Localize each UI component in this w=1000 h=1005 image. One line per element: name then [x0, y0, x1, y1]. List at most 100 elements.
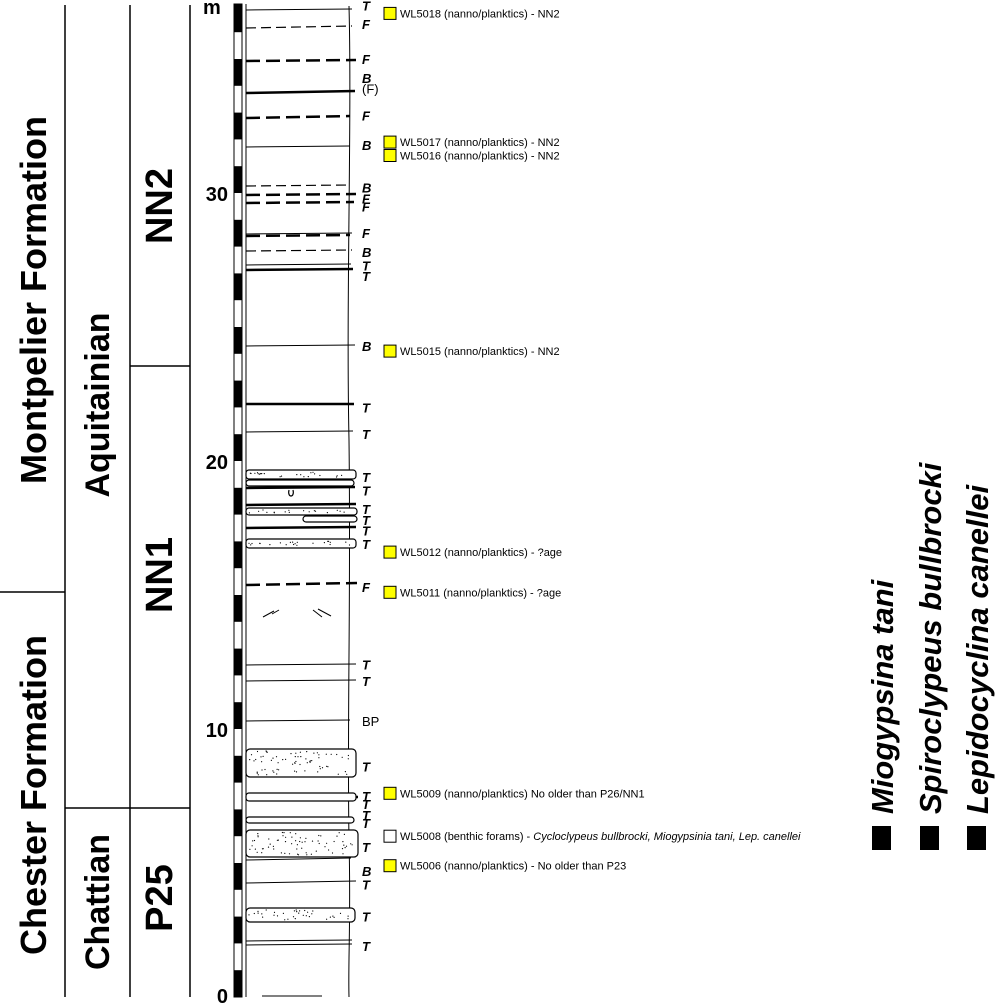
stipple-dot — [320, 835, 322, 837]
stipple-dot — [342, 841, 344, 843]
stipple-dot — [261, 852, 263, 854]
stipple-dot — [261, 473, 263, 475]
stipple-dot — [324, 846, 326, 848]
scale-segment — [234, 5, 242, 33]
stipple-dot — [261, 769, 263, 771]
stipple-dot — [290, 753, 292, 755]
stipple-dot — [307, 476, 309, 478]
stipple-dot — [316, 752, 318, 754]
stipple-dot — [304, 909, 306, 912]
stipple-dot — [272, 845, 274, 848]
stipple-dot — [350, 843, 352, 845]
stipple-dot — [310, 853, 312, 855]
lithology-code: T — [362, 537, 371, 552]
stipple-dot — [253, 760, 255, 762]
stipple-dot — [330, 753, 332, 755]
stipple-dot — [298, 912, 300, 914]
sample-label: WL5009 (nanno/planktics) No older than P… — [400, 788, 645, 800]
stipple-dot — [262, 916, 264, 918]
stipple-dot — [351, 844, 353, 846]
stipple-dot — [299, 763, 301, 766]
stipple-dot — [292, 541, 294, 543]
lithology-code: F — [362, 108, 371, 123]
stipple-dot — [339, 912, 342, 915]
stipple-dot — [252, 840, 254, 842]
lithology-code: F — [362, 580, 371, 595]
scale-tick-10: 10 — [206, 720, 228, 742]
stipple-dot — [308, 916, 310, 918]
benthic-sample-label: WL5008 (benthic forams) - Cycloclypeus b… — [400, 831, 801, 843]
legend-species-spiroclypeus: Spiroclypeus bullbrocki — [913, 461, 948, 814]
stipple-dot — [249, 472, 251, 474]
stipple-dot — [344, 847, 346, 849]
stipple-dot — [347, 754, 349, 757]
stipple-dot — [329, 543, 331, 546]
stipple-dot — [260, 756, 262, 758]
stipple-dot — [295, 833, 297, 835]
stipple-dot — [296, 844, 298, 846]
stipple-dot — [346, 773, 348, 775]
stipple-dot — [328, 849, 330, 851]
stipple-dot — [273, 911, 276, 914]
stipple-dot — [323, 542, 325, 544]
stipple-dot — [312, 542, 314, 544]
sample-label: WL5015 (nanno/planktics) - NN2 — [400, 346, 560, 358]
stipple-dot — [279, 476, 281, 478]
lithology-code: B — [362, 71, 371, 86]
stipple-dot — [273, 848, 275, 850]
stipple-dot — [273, 771, 275, 773]
stipple-dot — [257, 836, 259, 838]
stipple-dot — [248, 512, 250, 514]
lithology-code: T — [362, 877, 371, 892]
stipple-dot — [256, 750, 259, 753]
lithology-code: T — [362, 524, 371, 539]
stipple-dot — [273, 511, 275, 513]
stipple-dot — [313, 752, 315, 754]
column-frame — [0, 5, 191, 997]
scale-segment — [234, 595, 242, 622]
stipple-dot — [311, 913, 313, 915]
benthic-sample-prefix: WL5008 (benthic forams) - — [400, 831, 533, 843]
stipple-dot — [343, 511, 345, 513]
stipple-dot — [261, 761, 263, 763]
stipple-dot — [317, 771, 319, 773]
stipple-dot — [269, 843, 271, 845]
stipple-dot — [336, 475, 338, 477]
stipple-dot — [295, 840, 297, 842]
lithology-code: T — [362, 502, 371, 517]
stipple-dot — [253, 912, 255, 915]
stipple-dot — [305, 837, 307, 840]
lithology-code: B — [362, 181, 371, 196]
stipple-dot — [319, 768, 321, 770]
stipple-dot — [344, 771, 346, 773]
scale-segment — [234, 434, 242, 461]
stipple-dot — [268, 838, 270, 840]
stipple-dot — [253, 839, 256, 842]
lithology-column — [245, 4, 359, 998]
stipple-dot — [337, 773, 339, 775]
stipple-dot — [300, 474, 302, 476]
stipple-dot — [314, 510, 317, 512]
stipple-dot — [305, 915, 307, 917]
stipple-dot — [263, 473, 265, 475]
stipple-dot — [249, 848, 251, 851]
lithology-code: B — [362, 339, 371, 354]
scale-segment — [234, 916, 242, 944]
lithology-code: T — [362, 840, 371, 855]
stipple-dot — [282, 759, 284, 761]
stipple-dot — [306, 854, 308, 856]
sample-marker — [383, 344, 397, 358]
stipple-dot — [257, 774, 259, 776]
stipple-dot — [267, 846, 270, 848]
stipple-dot — [341, 756, 343, 758]
stipple-dot — [265, 909, 267, 911]
stipple-dot — [321, 767, 324, 769]
zone-nn1-label: NN1 — [139, 537, 181, 613]
stipple-dot — [250, 544, 252, 546]
stipple-dot — [301, 847, 303, 849]
stipple-dot — [307, 911, 309, 913]
stipple-dot — [284, 511, 286, 513]
stipple-dot — [248, 542, 250, 544]
